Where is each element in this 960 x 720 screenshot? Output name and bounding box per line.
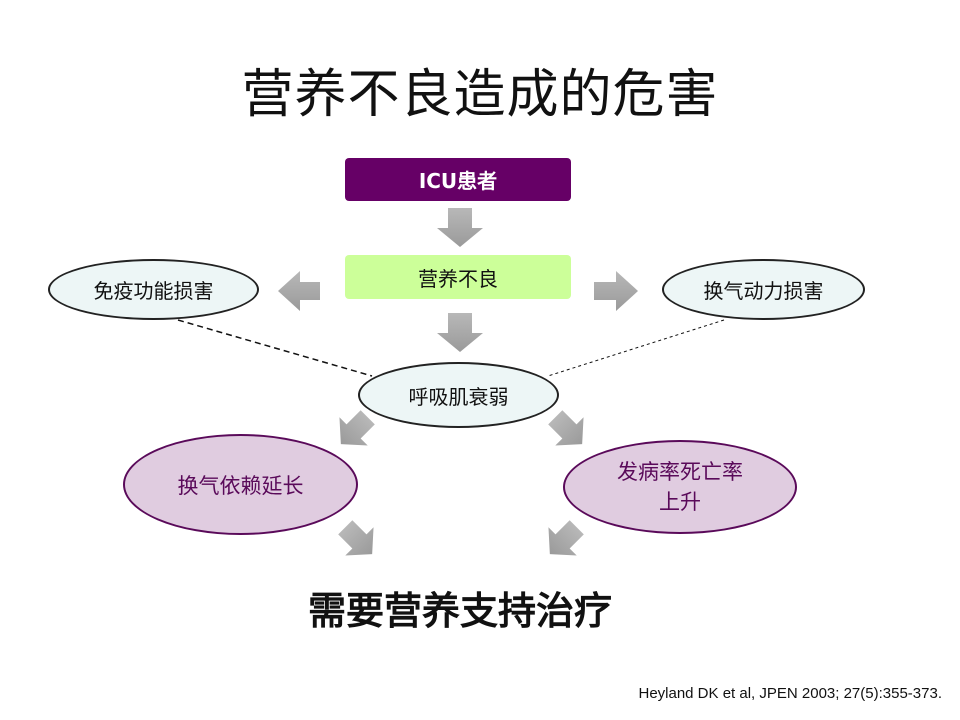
prolonged-ventilation-ellipse: 换气依赖延长 [123,434,358,535]
ventilation-impairment-label: 换气动力损害 [703,279,824,303]
malnutrition-box: 营养不良 [345,255,571,299]
arrow-to-conclusion-right [548,520,584,556]
morbidity-mortality-line1: 发病率死亡率 [617,460,743,484]
immune-impairment-label: 免疫功能损害 [93,279,214,303]
dashed-link-immune [177,319,373,377]
immune-impairment-ellipse: 免疫功能损害 [48,259,259,320]
respiratory-muscle-weakness-label: 呼吸肌衰弱 [408,384,509,409]
dashed-link-ventilation [547,319,725,377]
arrow-right-ventilation [594,271,638,311]
morbidity-mortality-ellipse: 发病率死亡率 上升 [563,440,797,534]
malnutrition-label: 营养不良 [418,266,498,291]
arrow-left-immune [278,271,320,311]
respiratory-muscle-weakness-ellipse: 呼吸肌衰弱 [358,362,559,428]
conclusion-text: 需要营养支持治疗 [307,589,612,633]
arrow-down-icu [437,208,483,247]
morbidity-mortality-line2: 上升 [659,490,701,514]
page-title: 营养不良造成的危害 [241,65,719,125]
arrow-to-conclusion-left [338,520,374,556]
icu-patient-box: ICU患者 [345,158,571,201]
arrow-down-malnutrition [437,313,483,352]
arrow-diag-right [548,410,584,446]
ventilation-impairment-ellipse: 换气动力损害 [662,259,865,320]
icu-patient-label: ICU患者 [418,169,498,193]
arrow-diag-left [339,410,375,446]
prolonged-ventilation-label: 换气依赖延长 [177,473,304,498]
citation: Heyland DK et al, JPEN 2003; 27(5):355-3… [638,685,942,702]
